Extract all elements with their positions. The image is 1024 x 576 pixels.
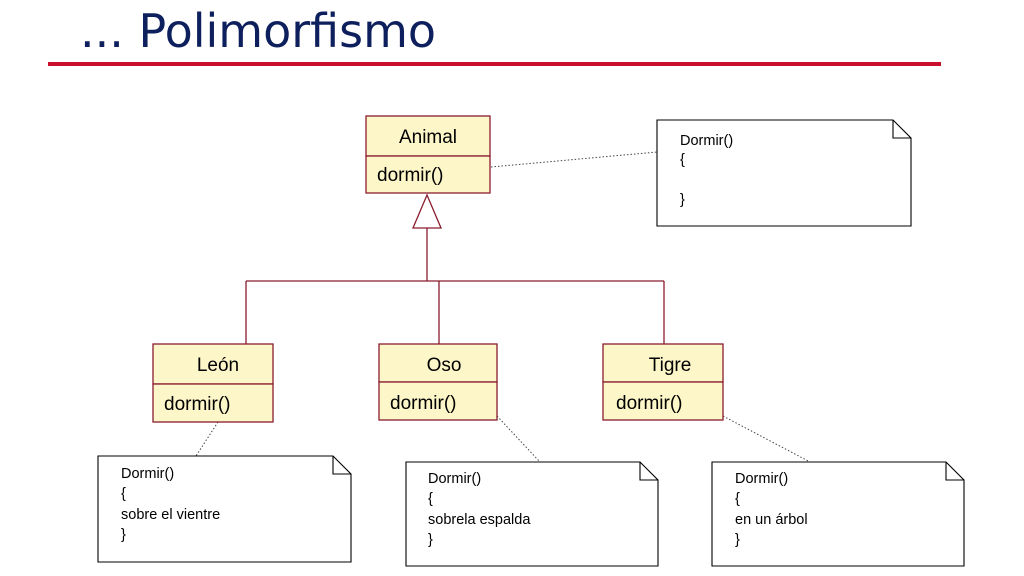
class-tigre-name: Tigre xyxy=(649,355,692,376)
note-tigre: Dormir() { en un árbol } xyxy=(711,461,965,567)
slide-title: ... Polimorfismo xyxy=(80,4,437,58)
class-animal-method: dormir() xyxy=(377,165,444,186)
generalization-connector xyxy=(245,193,665,344)
note-leon-line-3: sobre el vientre xyxy=(121,507,220,523)
note-tigre-line-1: Dormir() xyxy=(735,471,788,487)
class-tigre-method: dormir() xyxy=(616,393,683,414)
note-associations xyxy=(195,151,811,463)
class-animal: Animal dormir() xyxy=(365,115,491,194)
note-tigre-line-2: { xyxy=(735,491,740,507)
note-leon-line-2: { xyxy=(121,486,126,502)
note-animal-line-2: { xyxy=(680,152,685,168)
note-animal-line-4: } xyxy=(680,192,685,208)
note-oso-line-2: { xyxy=(428,491,433,507)
class-leon: León dormir() xyxy=(152,343,274,423)
note-link-oso xyxy=(496,415,541,463)
note-oso-line-4: } xyxy=(428,532,433,548)
note-animal: Dormir() { } xyxy=(656,119,912,227)
note-leon-line-4: } xyxy=(121,527,126,543)
note-leon: Dormir() { sobre el vientre } xyxy=(97,455,352,563)
note-link-leon xyxy=(195,421,219,457)
note-oso: Dormir() { sobrela espalda } xyxy=(405,461,659,567)
note-tigre-line-3: en un árbol xyxy=(735,512,808,528)
class-oso-name: Oso xyxy=(427,355,462,376)
note-animal-line-1: Dormir() xyxy=(680,133,733,149)
class-oso: Oso dormir() xyxy=(378,343,498,421)
class-oso-method: dormir() xyxy=(390,393,457,414)
note-leon-line-1: Dormir() xyxy=(121,466,174,482)
note-link-tigre xyxy=(722,415,811,463)
class-leon-method: dormir() xyxy=(164,394,231,415)
class-tigre: Tigre dormir() xyxy=(602,343,724,421)
class-animal-name: Animal xyxy=(399,127,457,148)
note-oso-line-3: sobrela espalda xyxy=(428,512,531,528)
class-leon-name: León xyxy=(197,355,239,376)
inheritance-arrowhead xyxy=(412,193,442,229)
note-oso-line-1: Dormir() xyxy=(428,471,481,487)
note-tigre-line-4: } xyxy=(735,532,740,548)
title-underline xyxy=(48,62,941,66)
note-link-animal xyxy=(490,151,658,168)
